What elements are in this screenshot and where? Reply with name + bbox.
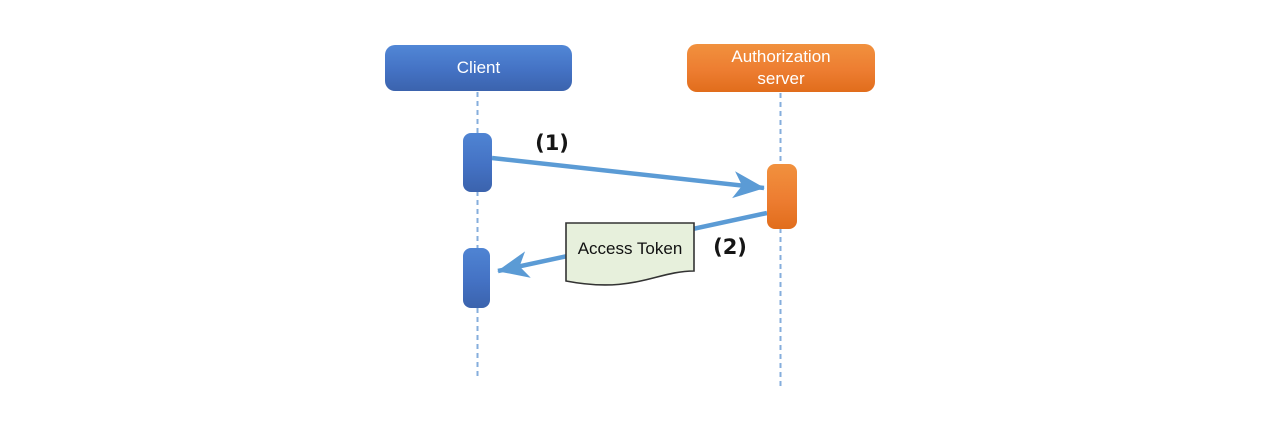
actor-authorization-server-label: Authorization server bbox=[731, 47, 831, 88]
message-1-arrow bbox=[491, 155, 765, 199]
message-1-label: (1) bbox=[535, 131, 569, 155]
access-token-note-shape bbox=[565, 222, 695, 286]
message-2-label: (2) bbox=[713, 235, 747, 259]
access-token-note-label: Access Token bbox=[577, 239, 683, 258]
activation-bar-client-1 bbox=[463, 133, 492, 192]
activation-bar-client-2 bbox=[463, 248, 490, 308]
activation-bar-server-1 bbox=[767, 164, 797, 229]
actor-client: Client bbox=[385, 45, 572, 91]
actor-client-label: Client bbox=[456, 58, 501, 77]
actor-authorization-server: Authorization server bbox=[687, 44, 875, 92]
